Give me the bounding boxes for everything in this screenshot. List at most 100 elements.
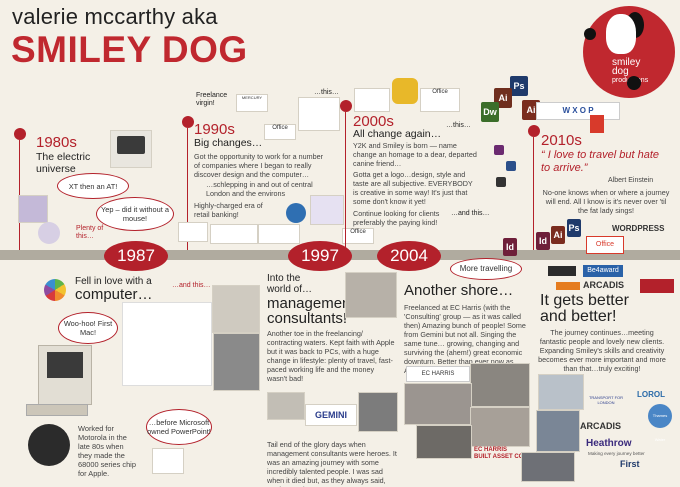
mgmt-line2: world of… bbox=[267, 284, 313, 295]
clipart-collage bbox=[122, 302, 212, 386]
be4award-logo: Be4award bbox=[583, 265, 623, 277]
paw-icon bbox=[584, 28, 596, 40]
powerpoint-box-image bbox=[152, 448, 184, 474]
better-title-2: and better! bbox=[540, 308, 617, 325]
quote-author: Albert Einstein bbox=[608, 177, 654, 184]
photo-thumb bbox=[416, 425, 472, 459]
decade-1980s-sub: The electric universe bbox=[36, 151, 91, 175]
decade-2000s-sub: All change again… bbox=[353, 128, 442, 140]
decade-1990s-p2: …schlepping in and out of central London… bbox=[206, 180, 313, 198]
office-logo: Office bbox=[420, 88, 460, 112]
gemini-logo: GEMINI bbox=[305, 404, 357, 426]
dreamweaver-icon: Dw bbox=[481, 102, 499, 122]
floppy-disc-icon bbox=[38, 222, 60, 244]
photo-thumb bbox=[267, 392, 305, 420]
photo-thumb bbox=[345, 272, 397, 318]
decade-dot bbox=[340, 100, 352, 112]
mgmt-p1: Another toe in the freelancing/ contract… bbox=[267, 329, 395, 383]
decade-1990s-p1: Got the opportunity to work for a number… bbox=[194, 152, 324, 179]
mgmt-line1: Into the bbox=[267, 273, 301, 284]
client-logo bbox=[548, 266, 576, 276]
decade-stem bbox=[533, 137, 534, 250]
photoshop-icon: Ps bbox=[510, 76, 528, 96]
decade-dot bbox=[528, 125, 540, 137]
this-note: …this… bbox=[314, 89, 339, 96]
keyboard-image bbox=[26, 404, 88, 416]
decade-2000s: 2000s bbox=[353, 113, 394, 130]
screenshot-thumb bbox=[354, 88, 390, 112]
motorola-text: Worked for Motorola in the late 80s when… bbox=[78, 424, 136, 478]
apple-logo-icon bbox=[44, 279, 66, 301]
office-icon bbox=[392, 78, 418, 104]
computer-title-1: Fell in love with a bbox=[75, 276, 152, 287]
decade-2000s-p3: Continue looking for clients preferably … bbox=[353, 209, 440, 227]
software-box-image bbox=[310, 195, 344, 225]
office-apps-icons: W X O P bbox=[536, 102, 620, 120]
decade-1980s: 1980s bbox=[36, 134, 77, 151]
client-logo bbox=[640, 279, 674, 293]
indesign-icon: Id bbox=[536, 232, 550, 250]
lorol-logo: LOROL bbox=[637, 390, 665, 399]
photo-thumb bbox=[470, 363, 530, 407]
decade-1990s: 1990s bbox=[194, 121, 235, 138]
decade-dot bbox=[182, 116, 194, 128]
macintosh-image bbox=[38, 345, 92, 405]
computer-title-2: computer… bbox=[75, 286, 153, 303]
heathrow-logo: Heathrow bbox=[586, 438, 632, 449]
photo-thumb bbox=[521, 452, 575, 482]
software-thumb bbox=[210, 224, 258, 244]
motorola-logo-icon bbox=[28, 424, 70, 466]
mgmt-line4: consultants! bbox=[267, 310, 348, 327]
heathrow-subtitle: Making every journey better bbox=[588, 451, 645, 456]
plenty-note: Plenty of this… bbox=[76, 225, 104, 240]
photoshop-icon: Ps bbox=[567, 219, 581, 237]
first-logo: First bbox=[620, 459, 640, 469]
office-logo: Office bbox=[264, 124, 296, 140]
photo-thumb bbox=[536, 410, 580, 452]
photo-thumb bbox=[213, 333, 260, 391]
yep-bubble: Yep – did it without a mouse! bbox=[96, 197, 174, 231]
einstein-quote: “ I love to travel but hate to arrive.” bbox=[541, 149, 660, 174]
illustrator-icon: Ai bbox=[551, 226, 565, 244]
before-ms-bubble: …before Microsoft owned PowerPoint! bbox=[146, 409, 212, 445]
more-travelling-bubble: More travelling bbox=[450, 258, 522, 280]
better-p1: The journey continues…meeting fantastic … bbox=[538, 328, 666, 373]
decade-2010s-p1: No-one knows when or where a journey wil… bbox=[542, 188, 670, 215]
pdf-icon bbox=[590, 115, 604, 133]
ge-logo-icon bbox=[286, 203, 306, 223]
and-this-note: …and this… bbox=[451, 210, 490, 217]
office-logo: Office bbox=[586, 236, 624, 254]
better-title-1: It gets better bbox=[540, 292, 629, 309]
indesign-icon: Id bbox=[503, 238, 517, 256]
decade-stem bbox=[345, 112, 346, 250]
arcadis-logo: ARCADIS bbox=[583, 280, 625, 290]
illustrator-icon: Ai bbox=[522, 100, 540, 120]
wordpress-logo: WORDPRESS bbox=[612, 224, 665, 233]
mgmt-p2: Tail end of the glory days when manageme… bbox=[267, 440, 397, 487]
thames-water-logo: Thames Water bbox=[648, 404, 672, 442]
mercury-logo: MERCURY bbox=[236, 94, 268, 112]
ibm-pc-image bbox=[110, 130, 152, 168]
decade-dot bbox=[14, 128, 26, 140]
xt-bubble: XT then an AT! bbox=[57, 173, 129, 199]
and-this-note: …and this… bbox=[172, 282, 211, 289]
software-thumb bbox=[178, 222, 208, 242]
version-logos bbox=[492, 143, 526, 203]
decade-1990s-p3: Highly-charged era of retail banking! bbox=[194, 201, 263, 219]
ech-logo: EC HARRIS bbox=[406, 366, 470, 382]
client-logo bbox=[556, 282, 580, 290]
freelance-note: Freelance virgin! bbox=[196, 92, 228, 107]
mgmt-line3: management bbox=[267, 295, 355, 312]
photo-thumb bbox=[470, 407, 530, 447]
woohoo-bubble: Woo-hoo! First Mac! bbox=[58, 312, 118, 344]
decade-stem bbox=[187, 128, 188, 250]
paw-icon bbox=[627, 76, 641, 90]
tfl-logo: TRANSPORT FOR LONDON bbox=[588, 395, 624, 405]
dog-face-icon bbox=[606, 14, 636, 54]
photo-thumb bbox=[538, 374, 584, 410]
photo-thumb bbox=[358, 392, 398, 432]
decade-2010s: 2010s bbox=[541, 132, 582, 149]
decade-2000s-p2: Gotta get a logo…design, style and taste… bbox=[353, 170, 473, 206]
screenshot-thumb bbox=[298, 97, 340, 131]
